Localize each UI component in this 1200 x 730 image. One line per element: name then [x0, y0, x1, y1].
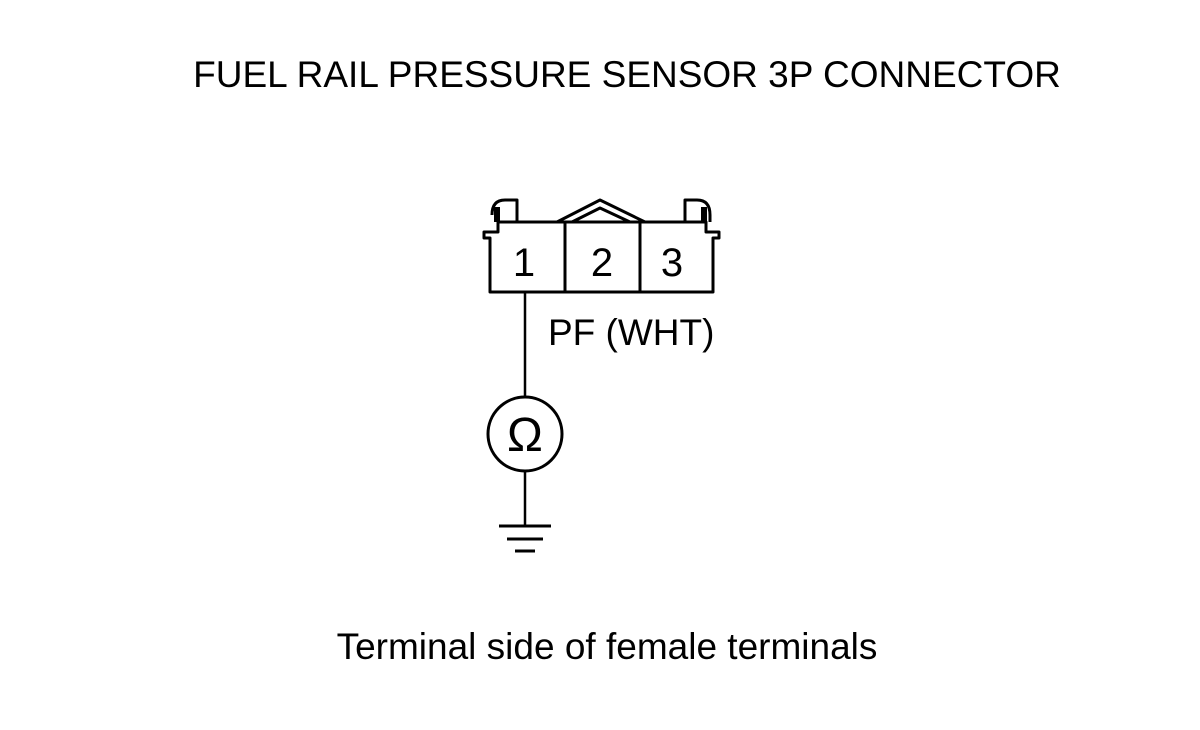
- diagram-title: FUEL RAIL PRESSURE SENSOR 3P CONNECTOR: [193, 54, 1061, 95]
- terminal-3-label: 3: [661, 241, 683, 285]
- terminal-2-label: 2: [591, 241, 613, 285]
- wire-label: PF (WHT): [548, 312, 714, 353]
- connector-key: [556, 198, 646, 224]
- connector-key-inner: [571, 206, 631, 224]
- connector-latch-right: [683, 198, 712, 222]
- ohmmeter-icon: Ω: [486, 395, 564, 473]
- connector-body: [482, 220, 721, 294]
- connector-3p: [482, 198, 721, 294]
- terminal-1-label: 1: [513, 241, 535, 285]
- ohm-symbol: Ω: [507, 409, 543, 462]
- connector-latch-left: [490, 198, 519, 222]
- ground-icon: [499, 524, 551, 553]
- diagram-caption: Terminal side of female terminals: [337, 626, 878, 667]
